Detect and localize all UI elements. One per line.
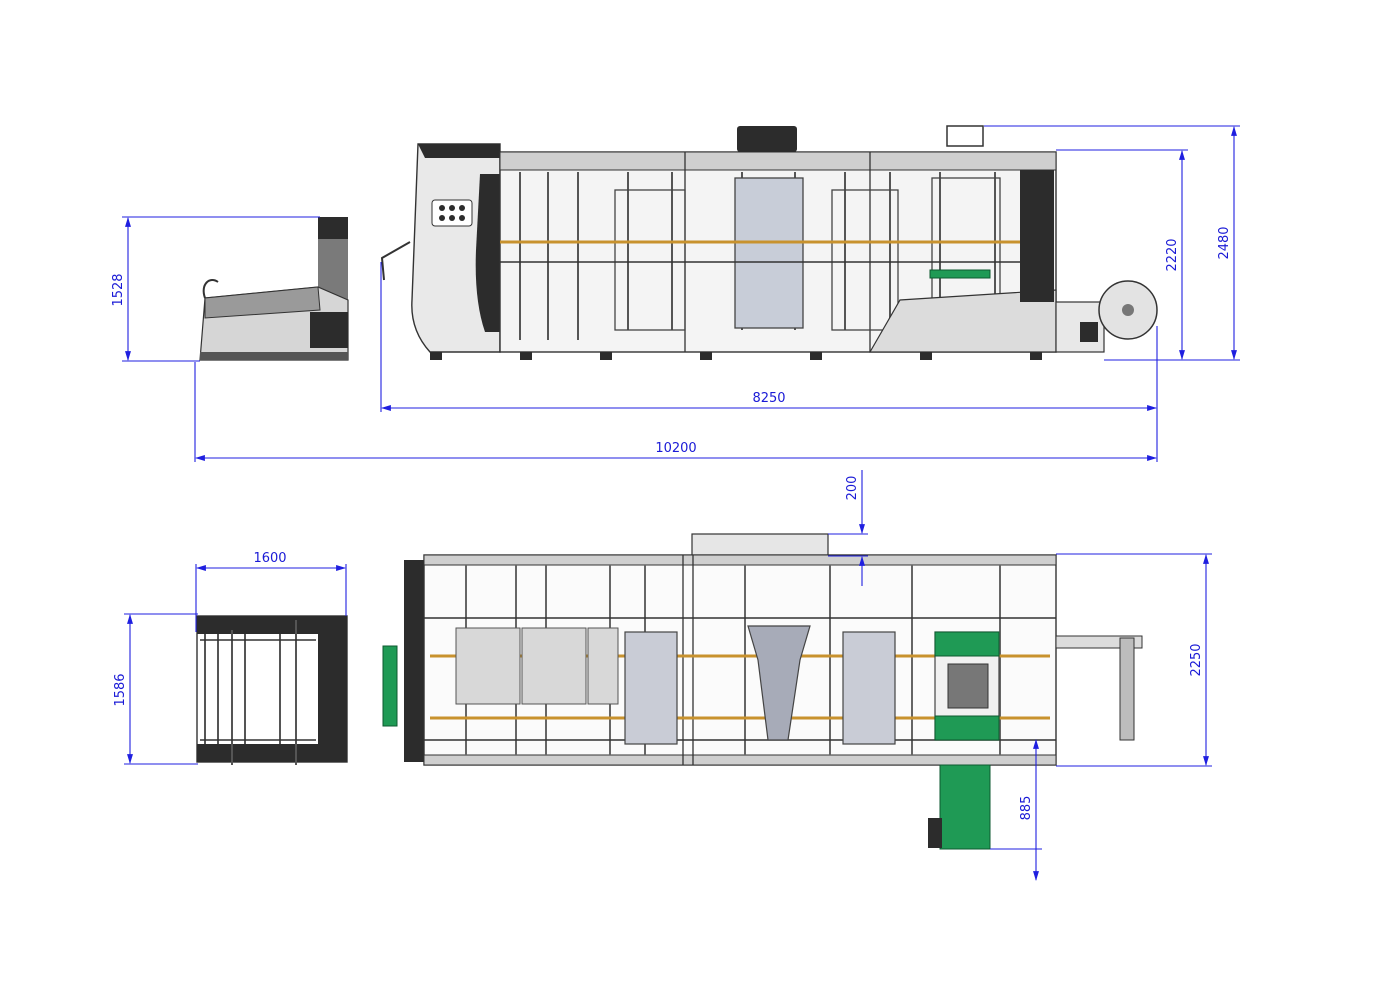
- dimension-overall-length: 10200: [194, 362, 1157, 462]
- side-view: 1528 8250 10200 2220 2480: [111, 125, 1240, 462]
- dimension-stacker-width: 1600: [195, 551, 347, 632]
- dimension-conveyor-offset: 885: [990, 739, 1042, 881]
- dimension-height-2480: 2480: [984, 125, 1240, 360]
- dimension-stacker-height: 1528: [111, 216, 320, 362]
- dim-label-1528: 1528: [111, 273, 126, 306]
- dim-label-1600: 1600: [253, 551, 286, 566]
- dimension-main-length: 8250: [380, 262, 1158, 462]
- dim-label-885: 885: [1019, 796, 1034, 821]
- dim-label-8250: 8250: [752, 391, 785, 406]
- dimension-stacker-depth: 1586: [113, 613, 198, 765]
- stacker-top-view: [196, 615, 348, 765]
- main-machine-side-view: [380, 125, 1158, 360]
- dimension-main-width: 2250: [1056, 553, 1212, 767]
- dim-label-2480: 2480: [1217, 226, 1232, 259]
- dim-label-1586: 1586: [113, 673, 128, 706]
- dim-label-200: 200: [845, 476, 860, 501]
- main-machine-top-view: [382, 533, 1143, 850]
- stacker-side-view: [199, 217, 349, 361]
- dim-label-2250: 2250: [1189, 643, 1204, 676]
- top-view: 1600 1586 200 2250 885: [113, 470, 1212, 881]
- dim-label-2220: 2220: [1165, 238, 1180, 271]
- dimension-offset-200: 200: [828, 470, 868, 586]
- dimension-height-2220: 2220: [1056, 149, 1240, 361]
- dim-label-10200: 10200: [655, 441, 696, 456]
